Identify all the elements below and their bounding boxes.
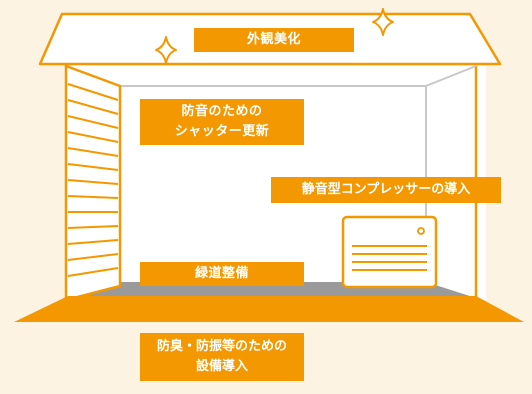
odor-vibration-equipment-label: 防臭・防振等のための 設備導入 xyxy=(140,333,304,381)
air-conditioner-icon xyxy=(341,215,438,289)
quiet-compressor-label: 静音型コンプレッサーの導入 xyxy=(271,177,501,203)
shutter-label-line1: 防音のための xyxy=(181,104,263,119)
odor-label-line1: 防臭・防振等のための xyxy=(156,339,287,354)
greening-label-text: 緑道整備 xyxy=(194,266,249,281)
shutter-icon xyxy=(64,64,122,302)
compressor-label-text: 静音型コンプレッサーの導入 xyxy=(301,182,471,197)
sparkle-icon xyxy=(372,8,394,36)
ground xyxy=(14,296,524,322)
sparkle-icon xyxy=(155,36,177,64)
exterior-label-text: 外観美化 xyxy=(246,32,301,47)
exterior-beautification-label: 外観美化 xyxy=(194,28,354,52)
green-path-label: 緑道整備 xyxy=(140,262,304,286)
odor-label-line2: 設備導入 xyxy=(195,359,248,374)
shutter-label-line2: シャッター更新 xyxy=(174,124,270,139)
shutter-update-label: 防音のための シャッター更新 xyxy=(140,99,304,145)
